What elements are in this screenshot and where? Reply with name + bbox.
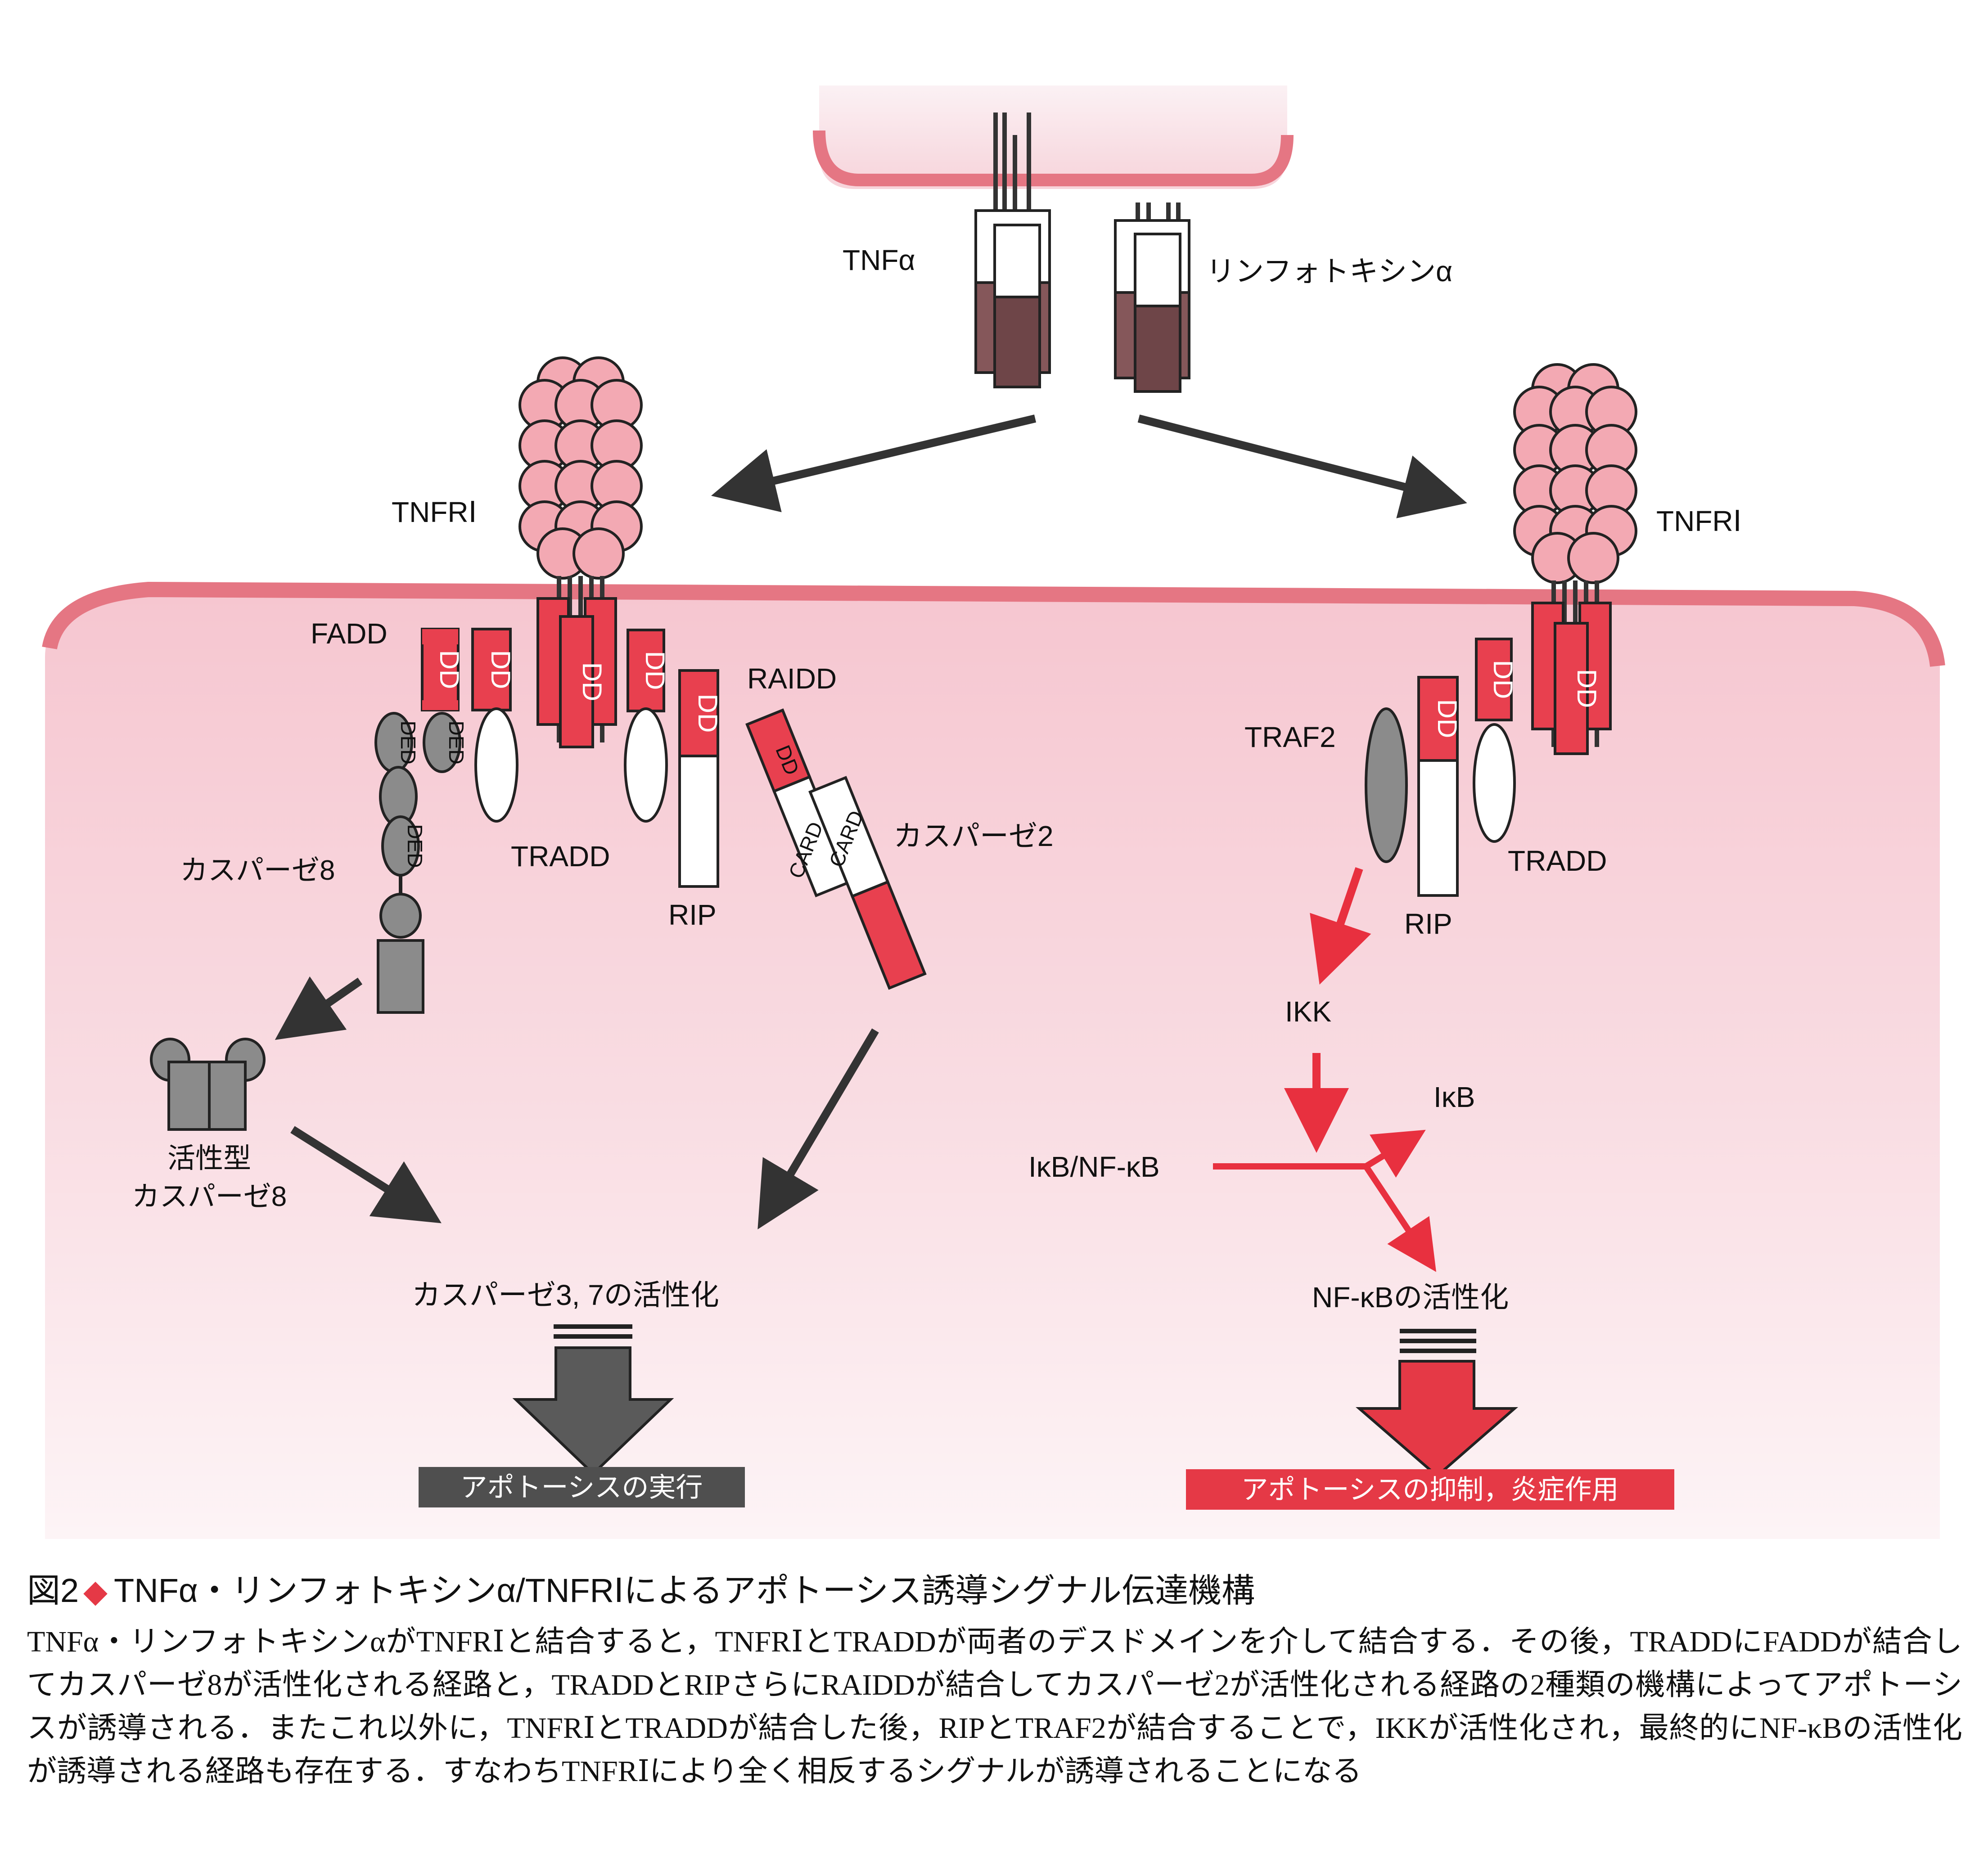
active-caspase8-protein [150, 1038, 266, 1131]
arrow-to-ikb [1364, 1129, 1426, 1178]
traf2-label: TRAF2 [1244, 721, 1336, 753]
arrow-caspase2-to-caspase37 [757, 1028, 879, 1229]
fadd-label: FADD [311, 617, 388, 650]
apoptosis-inhibition-label: アポトーシスの抑制，炎症作用 [1241, 1475, 1619, 1505]
ikb-label: IκB [1434, 1081, 1475, 1113]
right-tradd-protein [1473, 638, 1516, 843]
tnf-alpha-ligand [974, 112, 1051, 388]
caption-body: TNFα・リンフォトキシンαがTNFRⅠと結合すると，TNFRⅠとTRADDが両… [27, 1625, 1962, 1788]
caspase8-label: カスパーゼ8 [180, 855, 335, 886]
fadd-dd-1: DD [434, 650, 464, 689]
left-rip-label: RIP [668, 899, 717, 931]
left-tnfr1-receptor [518, 356, 643, 748]
target-cell [42, 581, 1945, 1539]
right-tradd-dd-label: DD [1488, 660, 1518, 699]
caspase2-label: カスパーゼ2 [893, 820, 1054, 852]
lymphotoxin-alpha-label: リンフォトキシンα [1206, 255, 1452, 288]
fadd-dd-2: DD [486, 650, 516, 689]
raidd-label: RAIDD [747, 662, 837, 695]
active-caspase8-line1: 活性型 [167, 1143, 251, 1174]
apoptosis-execution-box [419, 1467, 745, 1507]
ikb-nfkb-label: IκB/NF-κB [1028, 1151, 1160, 1183]
traf2-protein [1365, 707, 1408, 863]
ligand-cell [813, 85, 1294, 189]
figure-caption: 図2◆TNFα・リンフォトキシンα/TNFRⅠによるアポトーシス誘導シグナル伝達… [27, 1566, 1962, 1793]
right-receptor-dd-label: DD [1572, 669, 1602, 708]
left-tradd-protein [474, 629, 668, 823]
receptor-dd-label: DD [577, 662, 607, 702]
rip-dd-label: DD [693, 694, 723, 733]
right-tnfr1-label: TNFRⅠ [1656, 505, 1742, 537]
left-tradd-label: TRADD [511, 840, 610, 873]
diamond-icon: ◆ [83, 1574, 108, 1609]
apoptosis-inhibition-box [1186, 1469, 1674, 1510]
caspase8-protein [374, 712, 461, 1014]
ikk-label: IKK [1285, 995, 1331, 1028]
arrow-to-nfkb [1363, 1165, 1437, 1272]
nfkb-activation-label: NF-κBの活性化 [1312, 1281, 1509, 1314]
fadd-protein [421, 628, 512, 711]
apoptosis-execution-label: アポトーシスの実行 [460, 1472, 703, 1503]
right-rip-protein [1417, 676, 1459, 897]
right-outcome-arrow [1355, 1329, 1519, 1478]
lymphotoxin-alpha-ligand [1114, 202, 1190, 393]
fadd-ded-label: DED [445, 720, 468, 764]
right-tradd-label: TRADD [1508, 845, 1607, 877]
right-tnfr1-receptor [1513, 363, 1637, 755]
caspase37-activation-label: カスパーゼ3, 7の活性化 [412, 1279, 719, 1311]
raidd-caspase2-chain [745, 708, 927, 990]
caption-title-line: 図2◆TNFα・リンフォトキシンα/TNFRⅠによるアポトーシス誘導シグナル伝達… [27, 1566, 1962, 1616]
arrow-ligand-to-left-receptor [711, 414, 1037, 513]
arrow-ligand-to-right-receptor [1137, 414, 1467, 518]
right-rip-label: RIP [1404, 908, 1452, 940]
left-rip-protein [678, 669, 719, 888]
arrow-caspase8-to-caspase37 [290, 1126, 442, 1224]
caption-title: TNFα・リンフォトキシンα/TNFRⅠによるアポトーシス誘導シグナル伝達機構 [114, 1572, 1255, 1609]
left-tnfr1-label: TNFRⅠ [392, 496, 477, 528]
right-rip-dd-label: DD [1432, 699, 1462, 738]
tradd-dd-label: DD [640, 651, 670, 690]
left-outcome-arrow [512, 1324, 674, 1476]
arrow-to-active-caspase8 [275, 976, 363, 1040]
tnf-alpha-label: TNFα [843, 244, 915, 276]
caspase8-ded-label-1: DED [397, 720, 420, 764]
caspase8-ded-label-2: DED [403, 824, 427, 868]
active-caspase8-line2: カスパーゼ8 [132, 1181, 287, 1212]
signaling-diagram: TNFα リンフォトキシンα DD [42, 85, 1945, 1539]
figure-number: 図2 [27, 1572, 79, 1609]
arrow-traf2-to-ikk [1310, 867, 1371, 985]
